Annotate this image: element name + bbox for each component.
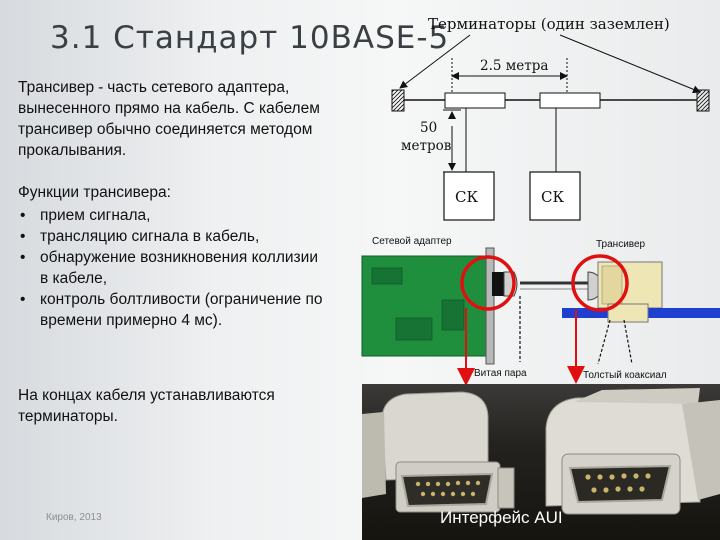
term-dash: - bbox=[98, 79, 104, 96]
definition-text: часть сетевого адаптера, вынесенного пря… bbox=[18, 79, 320, 159]
length-unit: метров bbox=[401, 138, 452, 154]
transceiver-box-right bbox=[539, 92, 601, 109]
transceiver-label: Трансивер bbox=[596, 239, 646, 250]
coax-label: Толстый коаксиал bbox=[583, 370, 667, 381]
functions-list: прием сигнала, трансляцию сигнала в кабе… bbox=[18, 205, 328, 331]
transceiver-box-left bbox=[444, 92, 506, 109]
terminator-pointer-right bbox=[559, 34, 701, 94]
connector-right-db15 bbox=[568, 464, 672, 504]
connector-left-db15 bbox=[400, 472, 494, 508]
aui-connectors-image bbox=[362, 388, 720, 515]
station-box-right bbox=[529, 171, 581, 221]
terminator-pointer-left bbox=[399, 34, 471, 89]
connector-left-housing bbox=[381, 391, 489, 481]
station-label-right: СК bbox=[541, 188, 564, 206]
station-box-left bbox=[443, 171, 495, 221]
function-item: трансляцию сигнала в кабель, bbox=[18, 226, 328, 247]
functions-heading: Функции трансивера: bbox=[18, 184, 171, 201]
photo-caption: Интерфейс AUI bbox=[440, 508, 563, 527]
aui-port-card bbox=[492, 272, 504, 296]
terminator-right bbox=[696, 89, 710, 112]
function-item: обнаружение возникновения коллизии в каб… bbox=[18, 247, 328, 289]
terminators-note: На концах кабеля устанавливаются термина… bbox=[18, 387, 275, 425]
function-item: прием сигнала, bbox=[18, 205, 328, 226]
terminators-label: Терминаторы (один заземлен) bbox=[428, 15, 670, 33]
vampire-tap-clamp bbox=[607, 303, 649, 323]
length-number: 50 bbox=[420, 120, 437, 136]
highlight-circle-transceiver bbox=[571, 254, 629, 312]
card-bracket bbox=[485, 247, 495, 365]
twisted-pair-label: Витая пара bbox=[474, 368, 527, 379]
function-item: контроль болтливости (ограничение по вре… bbox=[18, 289, 328, 331]
transceiver-definition: Трансивер-часть сетевого адаптера, вынес… bbox=[18, 77, 348, 161]
terminator-left bbox=[391, 89, 405, 112]
aui-connector-photo: Интерфейс AUI bbox=[362, 384, 720, 540]
highlight-circle-card bbox=[460, 255, 516, 311]
distance-label: 2.5 метра bbox=[480, 58, 548, 74]
slide-title: 3.1 Стандарт 10BASE-5 bbox=[50, 20, 450, 56]
term-transceiver: Трансивер bbox=[18, 79, 95, 96]
footer-location: Киров, 2013 bbox=[46, 512, 102, 523]
station-label-left: СК bbox=[455, 188, 478, 206]
adapter-label: Сетевой адаптер bbox=[372, 236, 452, 247]
